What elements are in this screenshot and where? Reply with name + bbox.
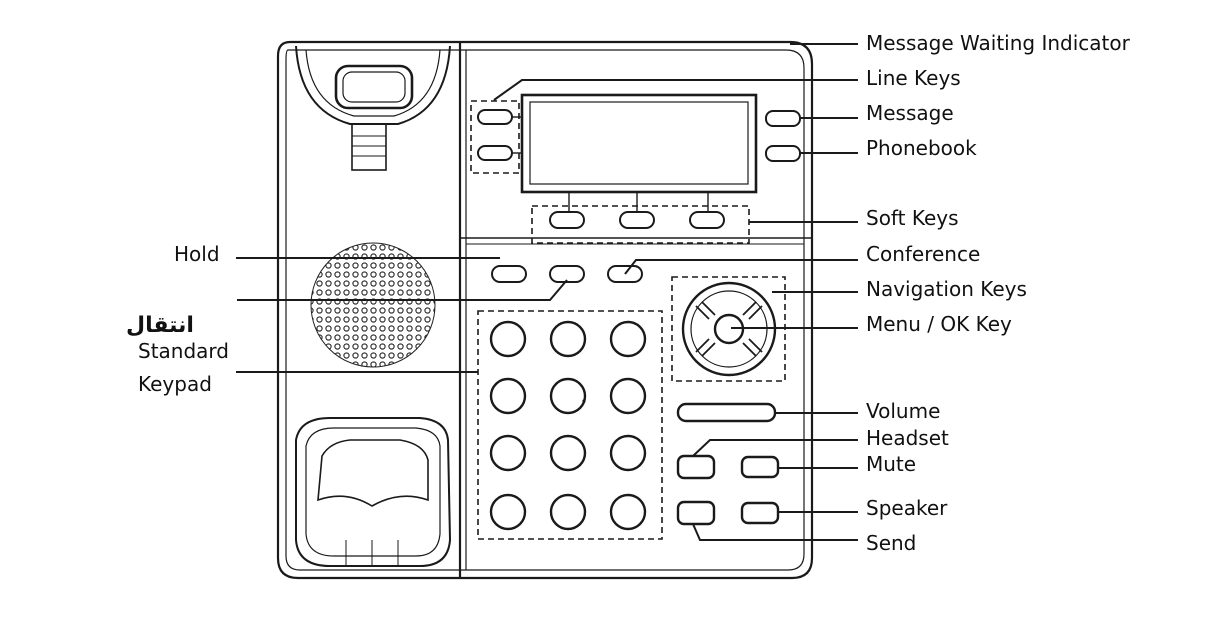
label-menu-ok-key: Menu / OK Key: [866, 312, 1012, 336]
label-hold: Hold: [174, 242, 220, 266]
keypad-key-0[interactable]: [549, 493, 587, 531]
phone-body: [276, 40, 814, 580]
label-line-keys: Line Keys: [866, 66, 961, 90]
label-keypad: Keypad: [138, 372, 212, 396]
keypad-key-4[interactable]: [489, 377, 527, 415]
send-key[interactable]: [676, 500, 716, 526]
standard-keypad: [477, 310, 663, 540]
label-phonebook: Phonebook: [866, 136, 977, 160]
keypad-key-star[interactable]: [489, 493, 527, 531]
label-message: Message: [866, 101, 954, 125]
lcd-screen: [520, 93, 758, 194]
keypad-key-6[interactable]: [609, 377, 647, 415]
handset-bottom-cradle: [295, 417, 452, 567]
keypad-key-1[interactable]: [489, 320, 527, 358]
keypad-key-3[interactable]: [609, 320, 647, 358]
keypad-key-7[interactable]: [489, 434, 527, 472]
label-transfer: انتقال: [126, 313, 194, 338]
label-mute: Mute: [866, 452, 917, 476]
leader-lines: [236, 43, 858, 541]
label-standard: Standard: [138, 339, 229, 363]
keypad-key-2[interactable]: [549, 320, 587, 358]
handset-top-cradle: [295, 45, 451, 171]
keypad-key-5[interactable]: [549, 377, 587, 415]
label-headset: Headset: [866, 426, 949, 450]
transfer-key[interactable]: [549, 265, 585, 283]
hold-key[interactable]: [491, 265, 527, 283]
line-keys-group: [470, 100, 522, 174]
message-key[interactable]: [765, 110, 801, 127]
label-conference: Conference: [866, 242, 981, 266]
speaker-grille: [310, 242, 436, 368]
keypad-key-hash[interactable]: [609, 493, 647, 531]
label-message-waiting-indicator: Message Waiting Indicator: [866, 31, 1130, 55]
volume-key[interactable]: [676, 402, 777, 423]
label-send: Send: [866, 531, 917, 555]
keypad-key-9[interactable]: [609, 434, 647, 472]
soft-key-3[interactable]: [689, 211, 725, 229]
soft-key-2[interactable]: [619, 211, 655, 229]
speaker-key[interactable]: [740, 501, 780, 525]
phonebook-key[interactable]: [765, 145, 801, 162]
label-volume: Volume: [866, 399, 941, 423]
keypad-key-8[interactable]: [549, 434, 587, 472]
mute-key[interactable]: [740, 455, 780, 479]
line-key-2[interactable]: [477, 145, 513, 161]
line-key-1[interactable]: [477, 109, 513, 125]
soft-keys-group: [531, 192, 750, 244]
label-speaker: Speaker: [866, 496, 948, 520]
headset-key[interactable]: [676, 454, 716, 480]
label-soft-keys: Soft Keys: [866, 206, 959, 230]
label-navigation-keys: Navigation Keys: [866, 277, 1027, 301]
soft-key-1[interactable]: [549, 211, 585, 229]
